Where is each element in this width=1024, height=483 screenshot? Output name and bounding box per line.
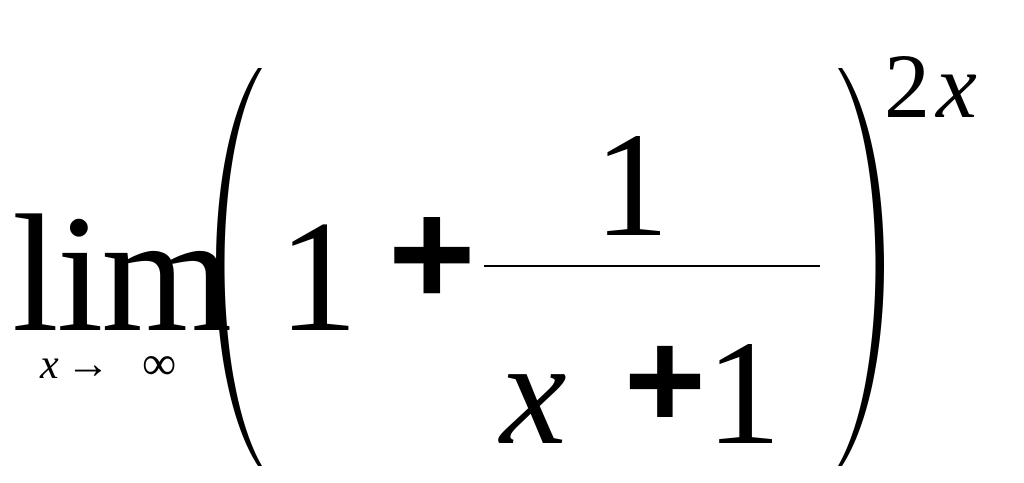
fraction-bar: [484, 265, 820, 267]
exponent-variable: x: [936, 35, 977, 137]
left-parenthesis: [216, 68, 262, 466]
limit-arrow: →: [66, 339, 110, 388]
limit-variable: x: [40, 342, 59, 388]
right-parenthesis: [838, 68, 884, 466]
exponent-coefficient: 2: [884, 35, 930, 137]
denominator-variable: x: [500, 310, 567, 476]
base-whole-one: 1: [278, 187, 358, 365]
base-plus-sign: +: [388, 169, 476, 337]
fraction-numerator: 1: [594, 102, 669, 268]
limit-target-infinity: ∞: [142, 337, 177, 390]
denominator-constant: 1: [706, 310, 781, 476]
lim-operator: lim: [12, 181, 232, 367]
denominator-plus-sign: +: [624, 301, 706, 458]
